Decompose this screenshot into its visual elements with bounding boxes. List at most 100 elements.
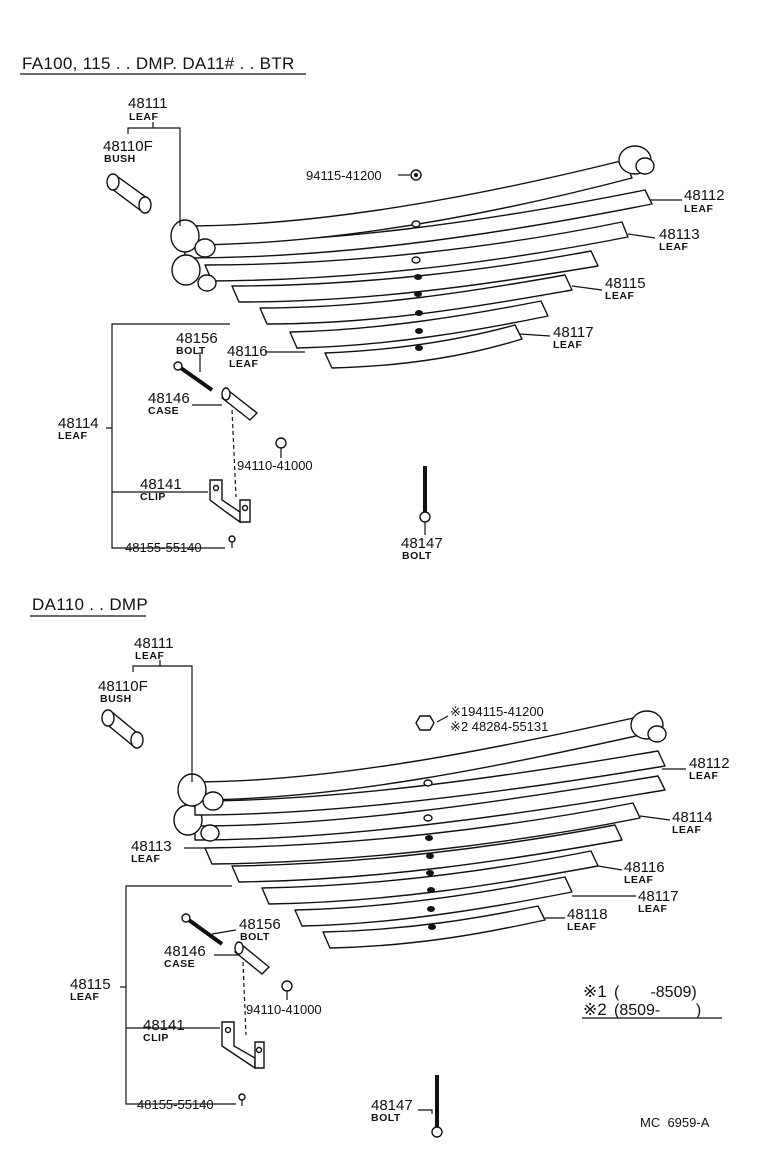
leaf-48116 bbox=[289, 300, 549, 349]
label-part-no: 48114 bbox=[672, 809, 713, 826]
center-hole bbox=[426, 870, 434, 876]
nut-icon bbox=[410, 169, 422, 181]
bush-48110F-icon bbox=[106, 173, 152, 214]
center-hole bbox=[425, 835, 433, 841]
label-part-no: 48155-55140 bbox=[137, 1097, 214, 1112]
label-part-no: 48117 bbox=[638, 888, 679, 905]
label-part-desc: LEAF bbox=[131, 853, 161, 865]
label-part-no: 48141 bbox=[140, 476, 182, 493]
dashed-guide bbox=[242, 961, 247, 1036]
label-part-no: 48156 bbox=[176, 330, 218, 347]
case-48146-icon bbox=[220, 387, 259, 421]
leaf-48114 bbox=[194, 775, 666, 841]
label-part-no: 48115 bbox=[70, 976, 111, 993]
label-part-desc: LEAF bbox=[135, 650, 165, 662]
eye-front-hole bbox=[202, 791, 224, 811]
center-hole bbox=[423, 779, 433, 787]
label-part-no: 48117 bbox=[553, 324, 594, 341]
eye-lower-hole bbox=[197, 274, 217, 292]
leaf-48117 bbox=[294, 876, 573, 927]
center-hole bbox=[414, 274, 422, 280]
center-hole bbox=[427, 906, 435, 912]
note-mark: ※1 bbox=[583, 982, 607, 1001]
label-part-no: 48147 bbox=[401, 535, 443, 552]
bolt-48156-icon bbox=[173, 361, 214, 392]
label-part-desc: BOLT bbox=[371, 1112, 401, 1124]
label-part-desc: BOLT bbox=[240, 931, 270, 943]
eye-front-hole bbox=[194, 238, 216, 258]
label-part-desc: LEAF bbox=[659, 241, 689, 253]
center-hole bbox=[411, 220, 421, 228]
label-part-no: ※194115-41200 bbox=[450, 704, 544, 719]
leaf-48115 bbox=[259, 274, 573, 325]
leaf-48113 bbox=[204, 802, 641, 865]
label-part-desc: LEAF bbox=[567, 921, 597, 933]
label-part-desc: LEAF bbox=[229, 358, 259, 370]
label-part-no: 48155-55140 bbox=[125, 540, 202, 555]
center-hole bbox=[415, 328, 423, 334]
dashed-guide bbox=[231, 409, 237, 498]
label-part-no: 48116 bbox=[624, 859, 665, 876]
nut-icon bbox=[275, 437, 287, 449]
label-part-no: 94115-41200 bbox=[306, 168, 382, 183]
note-mark: ※2 bbox=[583, 1000, 607, 1019]
note-range: (8509- ) bbox=[614, 1002, 701, 1019]
label-part-no: 48110F bbox=[98, 678, 148, 695]
eye-rear-hole bbox=[647, 725, 667, 743]
section2-spring-assembly bbox=[173, 710, 667, 949]
label-part-desc: LEAF bbox=[605, 290, 635, 302]
label-part-desc: BUSH bbox=[100, 693, 132, 705]
note-range: ( -8509) bbox=[614, 984, 697, 1001]
leaf-48113 bbox=[204, 221, 629, 282]
reference-code: MC 6959-A bbox=[640, 1115, 710, 1130]
bolt-48147-icon bbox=[419, 466, 431, 523]
eye-front bbox=[170, 219, 200, 253]
label-part-desc: LEAF bbox=[624, 874, 654, 886]
applicability-notes: ※1 ( -8509) ※2 (8509- ) bbox=[583, 982, 701, 1019]
nut-icon bbox=[415, 715, 435, 731]
label-part-no: 94110-41000 bbox=[246, 1002, 322, 1017]
label-part-desc: LEAF bbox=[129, 111, 159, 123]
label-part-no: 48111 bbox=[134, 635, 174, 652]
leaf-48117 bbox=[324, 324, 523, 369]
label-part-no: 48146 bbox=[164, 943, 206, 960]
clip-48141-icon bbox=[221, 1021, 265, 1070]
leaf-48112 bbox=[194, 750, 666, 816]
label-part-no: 48112 bbox=[689, 755, 730, 772]
section2-leaders bbox=[120, 660, 722, 1114]
label-part-desc: CASE bbox=[164, 958, 195, 970]
label-part-no: 48118 bbox=[567, 906, 608, 923]
bolt-small-icon bbox=[238, 1093, 246, 1106]
label-part-no: 48114 bbox=[58, 415, 99, 432]
label-part-desc: LEAF bbox=[70, 991, 100, 1003]
center-hole bbox=[411, 256, 421, 264]
section1-leaders bbox=[106, 122, 682, 549]
bolt-small-icon bbox=[228, 535, 236, 548]
label-part-no: 48115 bbox=[605, 275, 646, 292]
center-hole bbox=[415, 310, 423, 316]
label-part-no: 48113 bbox=[131, 838, 172, 855]
label-part-desc: CASE bbox=[148, 405, 179, 417]
label-part-desc: LEAF bbox=[638, 903, 668, 915]
label-part-no: 48141 bbox=[143, 1017, 185, 1034]
clip-48141-icon bbox=[209, 479, 251, 524]
leaf-48115-top bbox=[231, 824, 623, 883]
eye-lower-hole bbox=[200, 824, 220, 842]
label-part-no: 48116 bbox=[227, 343, 268, 360]
label-part-desc: CLIP bbox=[143, 1032, 169, 1044]
label-part-desc: LEAF bbox=[684, 203, 714, 215]
center-hole bbox=[414, 291, 422, 297]
label-part-desc: BOLT bbox=[402, 550, 432, 562]
bolt-48156-icon bbox=[181, 913, 224, 946]
label-part-no: 48110F bbox=[103, 138, 153, 155]
case-48146-icon bbox=[233, 941, 271, 975]
label-part-no: 48146 bbox=[148, 390, 190, 407]
label-part-no: 48147 bbox=[371, 1097, 413, 1114]
label-part-desc: CLIP bbox=[140, 491, 166, 503]
center-hole bbox=[427, 887, 435, 893]
label-part-desc: BOLT bbox=[176, 345, 206, 357]
center-hole bbox=[426, 853, 434, 859]
center-hole bbox=[428, 924, 436, 930]
section2-heading: DA110 . . DMP bbox=[32, 595, 148, 614]
label-part-desc: LEAF bbox=[689, 770, 719, 782]
